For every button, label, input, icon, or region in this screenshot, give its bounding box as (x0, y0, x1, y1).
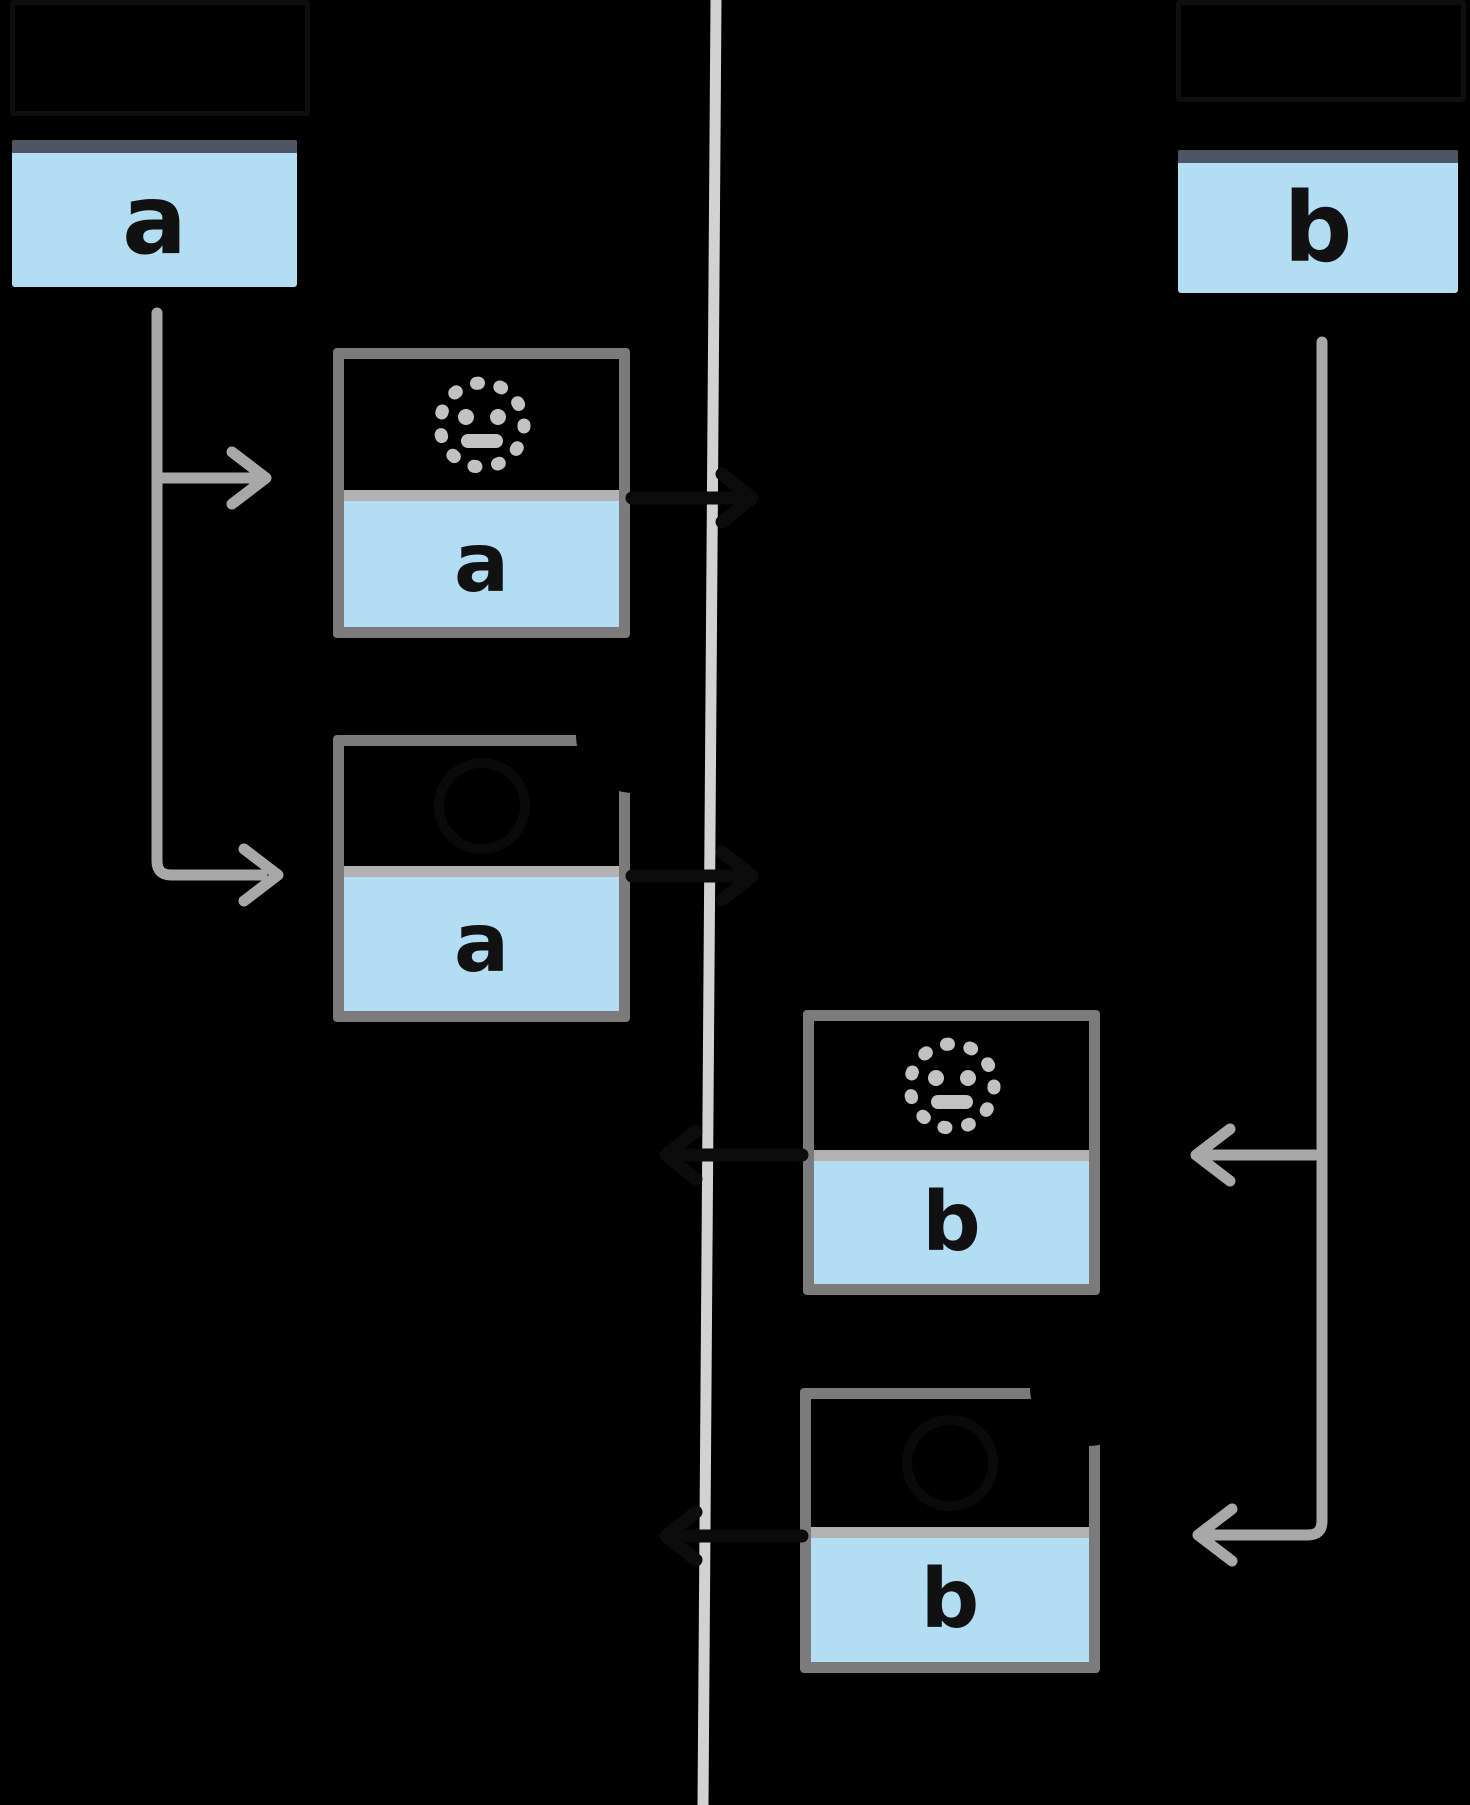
source-box-b-header-strip (1178, 150, 1458, 163)
flow-line-b (1190, 336, 1328, 1567)
render-box-a-1-label: a (344, 501, 619, 627)
render-box-b-1-divider (814, 1150, 1089, 1161)
render-box-a-1-divider (344, 490, 619, 501)
dotted-circle-face-icon (903, 1037, 1000, 1134)
flow-line-a (151, 307, 284, 907)
render-box-b-1-label: b (814, 1161, 1089, 1284)
arrowhead-b-1-icon (1190, 1123, 1236, 1187)
component-a-label-box-hidden (10, 0, 310, 116)
render-box-b-2-top (811, 1399, 1089, 1527)
render-box-b-1: b (803, 1010, 1100, 1295)
render-box-a-2-top (344, 746, 619, 866)
commit-arrowhead-a-1-icon (715, 467, 759, 529)
render-box-a-1-top (344, 359, 619, 490)
render-box-a-2: a (333, 735, 630, 1022)
source-box-a-header-strip (12, 140, 297, 153)
hidden-dark-emoji-icon (902, 1415, 998, 1511)
render-box-a-1: a (333, 348, 630, 638)
arrowhead-a-1-icon (226, 446, 272, 510)
commit-arrowhead-a-2-icon (715, 845, 759, 907)
render-box-b-2-label: b (811, 1538, 1089, 1662)
black-blob-badge-a-icon (576, 677, 692, 793)
commit-arrowhead-b-2-icon (659, 1505, 703, 1567)
component-b-label-box-hidden (1176, 0, 1466, 102)
dotted-circle-face-icon (433, 376, 530, 473)
source-box-b-label: b (1178, 163, 1458, 293)
source-box-a-label: a (12, 153, 297, 287)
arrowhead-b-2-icon (1192, 1503, 1238, 1567)
render-box-a-2-divider (344, 866, 619, 877)
render-box-b-1-top (814, 1021, 1089, 1150)
black-blob-badge-b-icon (1030, 1330, 1146, 1446)
source-box-b: b (1178, 150, 1458, 293)
render-box-a-2-label: a (344, 877, 619, 1011)
arrowhead-a-2-icon (238, 843, 284, 907)
commit-arrowhead-b-1-icon (659, 1124, 703, 1186)
hidden-dark-emoji-icon (433, 758, 530, 854)
render-box-b-2-divider (811, 1527, 1089, 1538)
source-box-a: a (12, 140, 297, 287)
